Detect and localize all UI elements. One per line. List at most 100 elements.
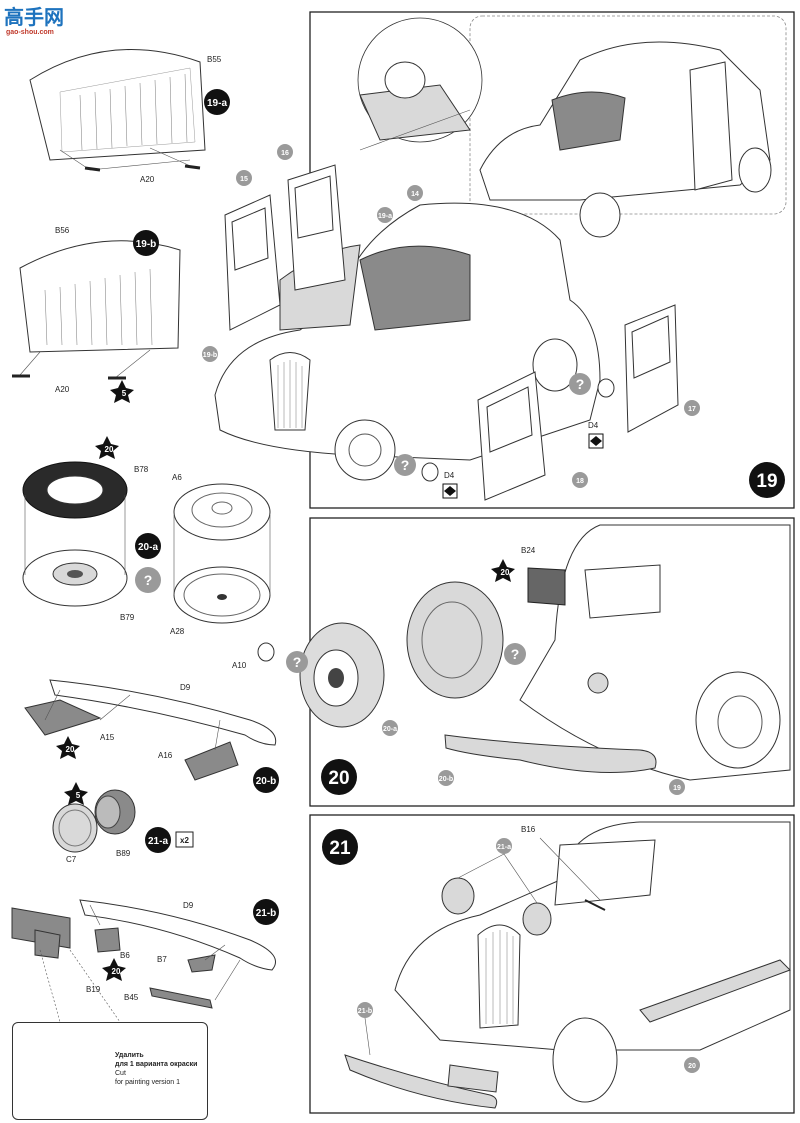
label-a10: A10 — [232, 661, 247, 670]
substep-20a-badge — [135, 533, 161, 559]
step-20-car-rear — [519, 524, 791, 781]
callout-19b: 19-b — [202, 346, 218, 362]
star-20d — [491, 559, 515, 582]
label-d9-b: D9 — [183, 901, 194, 910]
star-20c-label: 20 — [112, 967, 121, 976]
label-a15: A15 — [100, 733, 115, 742]
bracket-a16 — [184, 741, 239, 781]
door-17 — [624, 304, 679, 433]
label-a16: A16 — [158, 751, 173, 760]
svg-text:18: 18 — [576, 478, 584, 485]
question-icon: ? — [394, 454, 416, 476]
label-b89: B89 — [116, 849, 131, 858]
svg-text:14: 14 — [411, 191, 419, 198]
substep-20b-label: 20-b — [256, 776, 277, 787]
label-d4-b: D4 — [588, 421, 599, 430]
callout-15: 15 — [236, 170, 252, 186]
label-c7: C7 — [66, 855, 77, 864]
headlight-installed-left — [441, 877, 475, 915]
callout-21a: 21-a — [496, 838, 512, 854]
svg-text:?: ? — [576, 376, 585, 392]
star-5a-label: 5 — [122, 389, 127, 398]
star-5b — [64, 782, 88, 805]
cut-note-box — [12, 1022, 208, 1120]
question-icon — [135, 567, 161, 593]
spare-wheel-tyre — [299, 622, 385, 728]
label-b24: B24 — [521, 546, 536, 555]
label-b19: B19 — [86, 985, 101, 994]
headlight-b89 — [94, 789, 136, 835]
label-b55: B55 — [207, 55, 222, 64]
wheel-a28 — [173, 566, 271, 624]
bracket-b45 — [149, 987, 213, 1009]
star-20c — [102, 958, 126, 981]
svg-text:20-a: 20-a — [383, 726, 397, 733]
star-20a — [95, 436, 119, 459]
question-icon: ? — [286, 651, 308, 673]
svg-text:16: 16 — [281, 150, 289, 157]
label-d4-a: D4 — [444, 471, 455, 480]
paint-icon-d4-a — [442, 483, 458, 499]
note-en-line2: for painting version 1 — [115, 1079, 180, 1086]
svg-text:17: 17 — [688, 406, 696, 413]
note-ru-line1: Удалить — [115, 1052, 144, 1059]
front-bumper-d9 — [11, 899, 276, 1009]
substep-19a-badge — [204, 89, 230, 115]
callout-21b: 21-b — [357, 1002, 373, 1018]
label-a20-top: A20 — [140, 175, 155, 184]
rear-bumper-d9 — [24, 679, 277, 781]
spare-wheel-cover — [406, 581, 504, 699]
callout-16: 16 — [277, 144, 293, 160]
step-19-number: 19 — [756, 471, 777, 492]
star-20d-label: 20 — [501, 568, 510, 577]
substep-20a-label: 20-a — [138, 542, 158, 553]
substep-20b-badge — [253, 767, 279, 793]
bracket-a15 — [24, 699, 102, 736]
question-icon: ? — [504, 643, 526, 665]
bracket-b6 — [94, 927, 121, 953]
callout-20: 20 — [684, 1057, 700, 1073]
step-21-badge — [322, 829, 358, 865]
substep-19b-label: 19-b — [136, 239, 157, 250]
svg-text:?: ? — [401, 457, 410, 473]
svg-text:?: ? — [293, 654, 302, 670]
svg-text:19: 19 — [673, 785, 681, 792]
paint-icon-d4-b — [588, 433, 604, 449]
part-d4-b — [597, 378, 615, 398]
callout-19a: 19-a — [377, 207, 393, 223]
label-b79: B79 — [120, 613, 135, 622]
callout-14: 14 — [407, 185, 423, 201]
substep-21a-badge — [145, 827, 171, 853]
svg-text:19-b: 19-b — [203, 352, 217, 359]
headlight-c7 — [52, 803, 98, 853]
part-d4-a — [421, 462, 439, 482]
label-a6: A6 — [172, 473, 182, 482]
multiplier-x2: x2 — [180, 836, 189, 845]
svg-text:15: 15 — [240, 176, 248, 183]
callout-17: 17 — [684, 400, 700, 416]
callout-20b: 20-b — [438, 770, 454, 786]
tyre-b78 — [22, 461, 128, 519]
license-plate-b24 — [527, 567, 566, 606]
step-21-car-front — [394, 821, 791, 1103]
hood-panel-b55 — [29, 49, 206, 172]
headlight-installed-right — [522, 902, 552, 936]
step-19-badge — [749, 462, 785, 498]
door-15 — [224, 194, 281, 331]
question-icon: ? — [569, 373, 591, 395]
star-20b — [56, 736, 80, 759]
svg-text:19-a: 19-a — [378, 213, 392, 220]
label-b16: B16 — [521, 825, 536, 834]
callout-18: 18 — [572, 472, 588, 488]
callout-20a: 20-a — [382, 720, 398, 736]
label-a20-mid: A20 — [55, 385, 70, 394]
label-b78: B78 — [134, 465, 149, 474]
label-a28: A28 — [170, 627, 185, 636]
callout-19: 19 — [669, 779, 685, 795]
front-bumper-installed — [344, 1054, 499, 1109]
substep-19b-badge — [133, 230, 159, 256]
logo-domain-text: gao-shou.com — [6, 29, 54, 36]
door-18 — [477, 371, 546, 501]
rear-bumper-installed — [444, 734, 657, 773]
